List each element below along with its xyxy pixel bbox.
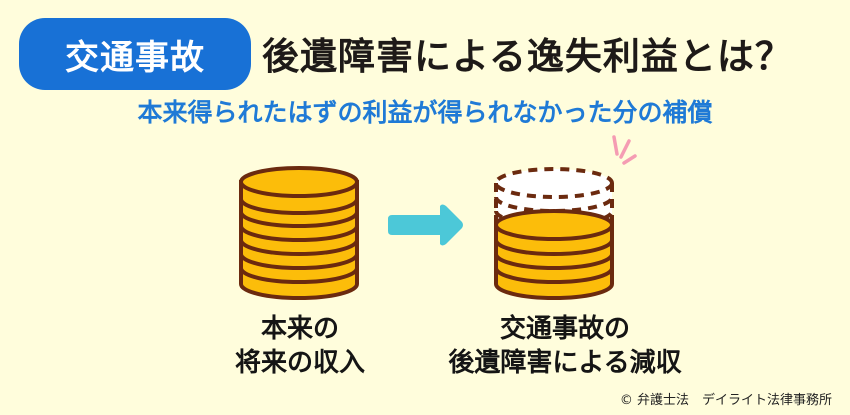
full-coin-stack-icon [239, 166, 359, 300]
reduced-coin-stack-icon [494, 167, 614, 300]
page-title: 後遺障害による逸失利益とは？ [262, 35, 793, 78]
emphasis-lines-icon [612, 135, 637, 165]
original-income-line2: 将来の収入 [234, 348, 365, 378]
category-badge: 交通事故 [19, 18, 251, 90]
page-subtitle: 本来得られたはずの利益が得られなかった分の補償 [137, 98, 713, 127]
reduced-income-label: 交通事故の 後遺障害による減収 [420, 312, 710, 380]
right-arrow-icon [388, 204, 463, 246]
category-badge-label: 交通事故 [65, 37, 205, 78]
original-income-line1: 本来の [260, 314, 339, 344]
original-income-label: 本来の 将来の収入 [215, 312, 385, 380]
copyright-notice: © 弁護士法 デイライト法律事務所 [619, 393, 832, 408]
reduced-income-line1: 交通事故の [499, 314, 630, 344]
reduced-income-line2: 後遺障害による減収 [448, 348, 682, 378]
